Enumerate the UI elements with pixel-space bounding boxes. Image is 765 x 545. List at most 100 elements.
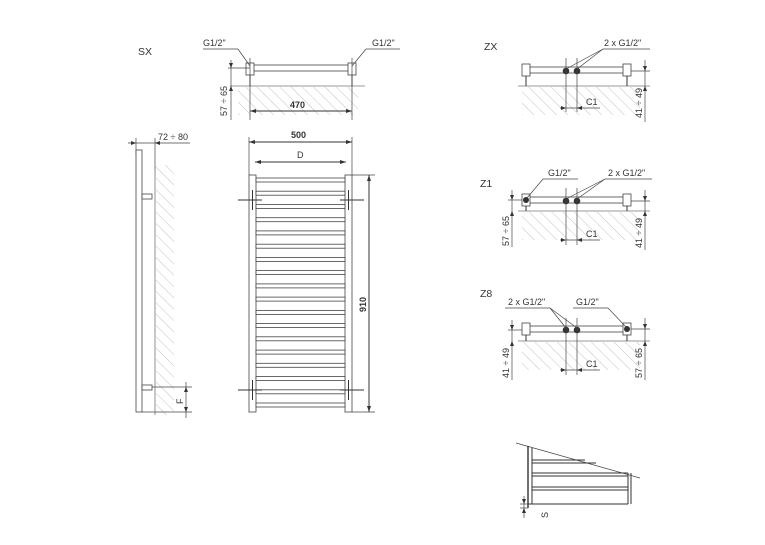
front-500-arrow-left (249, 140, 255, 144)
z1-pipe-single (523, 197, 529, 203)
sx-top-470-label: 470 (290, 100, 305, 110)
front-bar (255, 323, 346, 329)
view-title-z1: Z1 (480, 178, 492, 190)
sx-top-gap-arrow-top (229, 63, 233, 68)
front-view: 500 D 910 (238, 130, 375, 413)
z8-gap-right-label: 57 ÷ 65 (634, 348, 644, 378)
sx-top-wall-hatch (238, 87, 358, 115)
z8-conn-double-label: 2 x G1/2" (508, 297, 545, 307)
sx-top-view: SX G1/2" G1/2" 57 ÷ 65 470 (138, 38, 400, 120)
front-left-collector (248, 174, 257, 413)
z8-view: Z8 2 x G1/2" G1/2" C1 41 ÷ 49 57 (480, 288, 650, 380)
front-bar (255, 283, 346, 289)
z8-conn-double-leader-2 (549, 307, 578, 329)
sx-top-conn-right-label: G1/2" (372, 38, 395, 48)
zx-wall-hatch (522, 87, 640, 115)
sx-top-470-arrow-right (346, 109, 352, 113)
z1-conn-double-leader-2 (576, 178, 606, 200)
zx-c1-arrow-left (561, 106, 566, 110)
zx-conn-leader-2 (576, 48, 604, 70)
z8-c1-arrow-right (577, 368, 582, 372)
z8-gap-left-label: 41 ÷ 49 (501, 348, 511, 378)
z8-conn-single-leader (607, 307, 627, 328)
z8-gap-left-arrow-top (510, 325, 514, 330)
zx-c1-arrow-right (577, 106, 582, 110)
front-bar (255, 177, 346, 183)
sx-top-conn-left-leader (237, 48, 251, 67)
front-bar (255, 362, 346, 368)
front-bar (255, 217, 346, 223)
z1-conn-single-label: G1/2" (548, 168, 571, 178)
front-bar (255, 349, 346, 355)
side-bracket-top (141, 193, 153, 200)
detail-s-view: S (515, 442, 641, 518)
side-depth-arrow-left (131, 141, 136, 145)
front-bracket-top-right (340, 190, 364, 210)
side-f-arrow-top (184, 387, 188, 392)
front-bar (255, 309, 346, 315)
zx-gap-arrow-top (643, 66, 647, 71)
zx-left-collector (521, 63, 531, 77)
z8-gap-right-arrow-bottom (643, 341, 647, 346)
side-f-label: F (175, 398, 185, 404)
z1-gap-left-label: 57 ÷ 65 (501, 216, 511, 246)
sx-top-conn-right-leader (351, 48, 367, 67)
front-d-arrow-left (255, 160, 261, 164)
z1-wall-hatch (522, 212, 640, 240)
zx-conn-label: 2 x G1/2" (604, 38, 641, 48)
front-bars (255, 177, 346, 408)
z1-gap-right-arrow-bottom (643, 211, 647, 216)
front-bar (255, 296, 346, 302)
sx-top-gap-arrow-bottom (229, 86, 233, 91)
zx-gap-label: 41 ÷ 49 (634, 88, 644, 118)
z1-right-collector (622, 193, 632, 207)
side-depth-label: 72 ÷ 80 (158, 132, 188, 142)
z1-c1-arrow-right (577, 238, 582, 242)
z8-wall-hatch (522, 342, 640, 370)
z1-c1-arrow-left (561, 238, 566, 242)
front-910-arrow-bottom (367, 406, 371, 412)
view-title-sx: SX (138, 46, 152, 58)
side-radiator-profile (135, 149, 143, 413)
z1-conn-double-label: 2 x G1/2" (608, 168, 645, 178)
z1-gap-right-label: 41 ÷ 49 (634, 218, 644, 248)
front-d-label: D (297, 150, 304, 160)
front-bar (255, 204, 346, 209)
front-bracket-bottom-left (238, 380, 262, 400)
front-bar (255, 270, 346, 276)
view-title-zx: ZX (484, 41, 497, 53)
z8-gap-left-arrow-bottom (510, 341, 514, 346)
zx-c1-label: C1 (586, 97, 598, 107)
sx-top-radiator-rail (248, 64, 354, 72)
detail-s-arrow-top (522, 499, 526, 504)
z8-pipe-single (624, 326, 630, 332)
side-view: 72 ÷ 80 F (128, 132, 192, 418)
side-depth-arrow-right (155, 141, 160, 145)
front-bracket-bottom-right (340, 380, 364, 400)
side-bracket-bottom (141, 384, 153, 391)
z1-conn-single-leader (526, 178, 544, 199)
zx-gap-arrow-bottom (643, 86, 647, 91)
zx-conn-leader-1 (565, 48, 604, 70)
z8-gap-right-arrow-top (643, 324, 647, 329)
z1-gap-left-arrow-bottom (510, 211, 514, 216)
zx-view: ZX 2 x G1/2" C1 41 ÷ 49 (484, 38, 650, 122)
z1-c1-label: C1 (586, 229, 598, 239)
detail-s-arrow-bottom (522, 508, 526, 513)
front-bar (255, 402, 346, 408)
sx-top-conn-left-label: G1/2" (203, 38, 226, 48)
front-500-arrow-right (346, 140, 352, 144)
front-500-label: 500 (291, 130, 306, 140)
zx-right-collector (622, 63, 632, 77)
z1-conn-double-leader-1 (565, 178, 606, 200)
z1-gap-left-arrow-top (510, 195, 514, 200)
z1-view: Z1 G1/2" 2 x G1/2" C1 57 ÷ 65 41 (480, 168, 652, 250)
view-title-z8: Z8 (480, 288, 492, 300)
front-bar (255, 256, 346, 262)
z8-c1-arrow-left (561, 368, 566, 372)
front-bracket-top-left (238, 190, 262, 210)
z8-conn-single-label: G1/2" (576, 297, 599, 307)
front-910-arrow-top (367, 175, 371, 181)
front-bar (255, 230, 346, 236)
z8-c1-label: C1 (586, 359, 598, 369)
